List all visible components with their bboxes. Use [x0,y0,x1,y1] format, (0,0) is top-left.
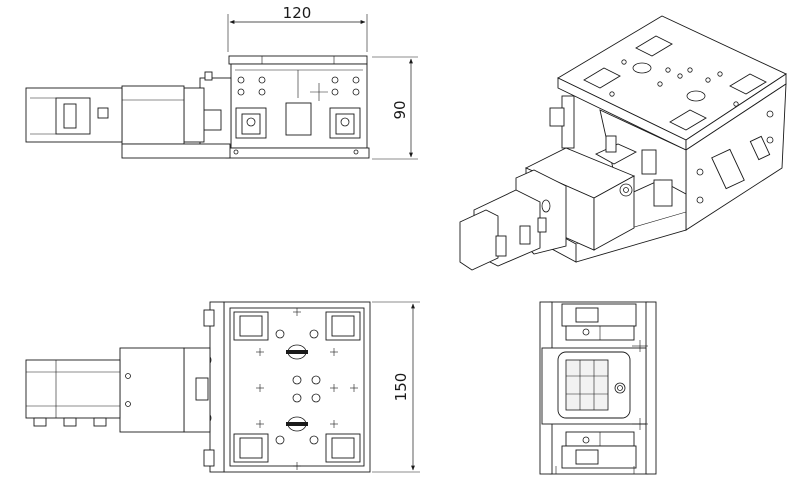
dimension-width-label: 120 [283,4,312,22]
isometric-view [459,15,787,271]
dimension-height: 90 [372,56,418,160]
top-view: 150 [25,301,420,473]
front-view: 120 90 [25,4,418,160]
side-view [539,301,657,475]
dimension-length-label: 150 [392,373,410,402]
dimension-width: 120 [227,4,368,52]
dimension-length: 150 [372,301,420,473]
dimension-height-label: 90 [391,100,409,119]
